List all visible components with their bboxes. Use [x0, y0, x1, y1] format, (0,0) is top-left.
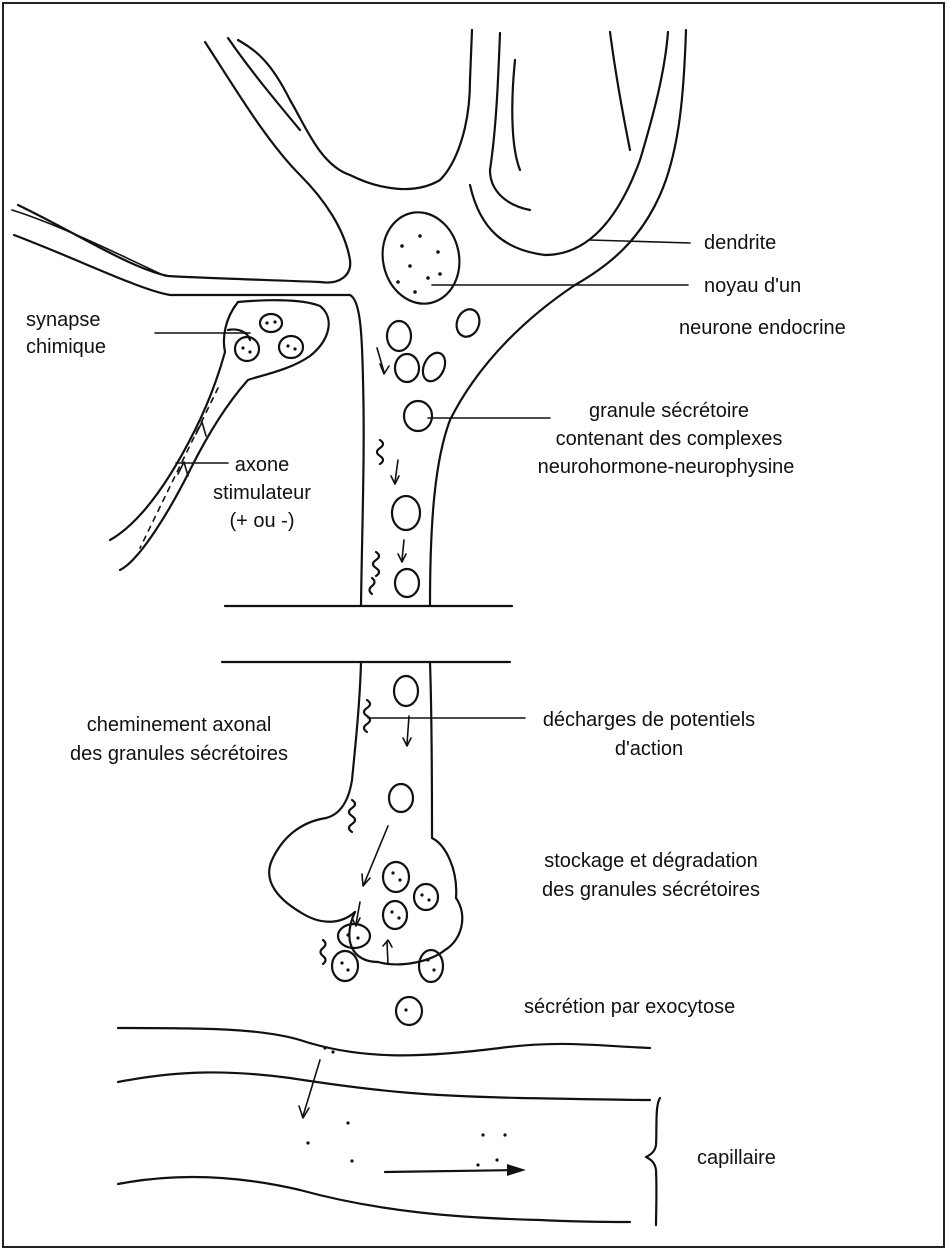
label-dendrite: dendrite — [704, 232, 776, 254]
label-stockage-line1: stockage et dégradation — [544, 850, 758, 872]
secretory-granules-lower — [332, 676, 443, 1025]
label-decharges-line1: décharges de potentiels — [543, 709, 755, 731]
label-noyau-line1: noyau d'un — [704, 275, 801, 297]
figure-frame — [3, 3, 944, 1247]
secretory-granules-upper — [387, 306, 483, 597]
label-synapse-line2: chimique — [26, 336, 106, 358]
label-stockage-line2: des granules sécrétoires — [542, 879, 760, 901]
label-secretion: sécrétion par exocytose — [524, 996, 735, 1018]
transport-arrows-lower — [321, 700, 412, 964]
label-synapse-line1: synapse — [26, 309, 101, 331]
synapse-terminal — [110, 300, 329, 570]
label-axone-line2: stimulateur — [213, 482, 311, 504]
neuron-cell-body — [12, 30, 686, 605]
nucleus — [374, 205, 467, 311]
label-cheminement-line2: des granules sécrétoires — [70, 743, 288, 765]
label-axone-line1: axone — [235, 454, 290, 476]
label-noyau-line2: neurone endocrine — [679, 317, 846, 339]
label-axone-line3: (+ ou -) — [229, 510, 294, 532]
leader-lines — [155, 240, 690, 718]
label-decharges-line2: d'action — [615, 738, 683, 760]
label-capillaire: capillaire — [697, 1147, 776, 1169]
capillary — [118, 1028, 660, 1225]
label-cheminement-line1: cheminement axonal — [87, 714, 272, 736]
axon-terminal — [269, 662, 462, 964]
transport-arrows-upper — [370, 348, 407, 594]
label-granule-line2: contenant des complexes — [556, 428, 783, 450]
label-granule-line1: granule sécrétoire — [589, 400, 749, 422]
label-granule-line3: neurohormone-neurophysine — [538, 456, 795, 478]
